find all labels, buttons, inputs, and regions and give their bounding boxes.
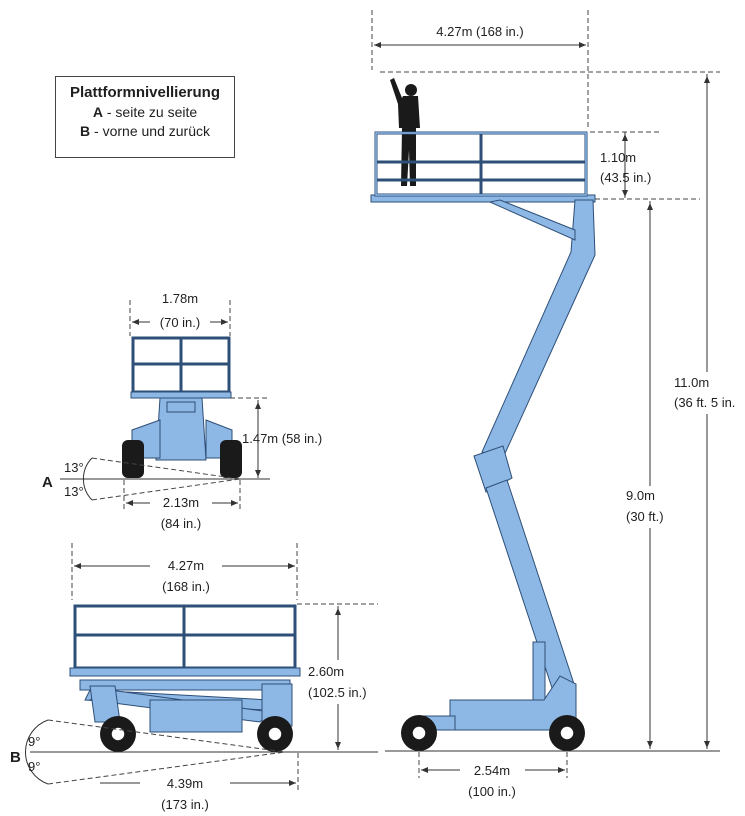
wheelbase-m: 2.54m — [474, 763, 510, 778]
boom-knuckle — [473, 445, 513, 493]
stowed-height-in: (102.5 in.) — [308, 685, 367, 700]
front-view-lift: 1.78m (70 in.) 1.47m (58 in.) 13° 13° A — [42, 291, 322, 531]
front-track-m: 2.13m — [163, 495, 199, 510]
legend-text-b: - vorne und zurück — [94, 123, 210, 139]
front-width-in: (70 in.) — [160, 315, 200, 330]
front-width-m: 1.78m — [162, 291, 198, 306]
stowed-height-m: 2.60m — [308, 664, 344, 679]
legend-row-a: A - seite zu seite — [56, 104, 234, 120]
side-angle-a: 13° — [64, 460, 84, 475]
rail-height-in: (43.5 in.) — [600, 170, 651, 185]
fore-aft-angle-b: 9° — [28, 759, 40, 774]
lower-boom — [485, 479, 577, 701]
upper-boom — [481, 199, 596, 461]
tall-width-label: 4.27m (168 in.) — [436, 24, 523, 39]
platform-leveling-legend: Plattformnivellierung A - seite zu seite… — [55, 76, 235, 158]
platform-height-in: (30 ft.) — [626, 509, 664, 524]
marker-b: B — [10, 749, 21, 766]
working-height-m: 11.0m — [674, 375, 709, 390]
stowed-side-view-lift: 4.27m (168 in.) 2.60m (102.5 in.) 9° 9° … — [10, 543, 380, 812]
legend-row-b: B - vorne und zurück — [56, 123, 234, 139]
legend-key-a: A — [92, 104, 103, 120]
legend-text-a: - seite zu seite — [106, 104, 198, 120]
platform-height-m: 9.0m — [626, 488, 655, 503]
side-angle-b: 13° — [64, 484, 84, 499]
working-height-in: (36 ft. 5 in. — [674, 395, 735, 410]
length-in: (173 in.) — [161, 797, 209, 812]
side-width-in: (168 in.) — [162, 579, 210, 594]
elevated-platform — [370, 131, 596, 203]
elevated-lift: 4.27m (168 in.) — [370, 10, 745, 799]
legend-title: Plattformnivellierung — [69, 84, 221, 101]
marker-a: A — [42, 474, 53, 491]
elevated-chassis — [401, 675, 585, 751]
legend-key-b: B — [80, 123, 91, 139]
front-height-label: 1.47m (58 in.) — [242, 431, 322, 446]
rail-height-m: 1.10m — [600, 150, 636, 165]
side-width-m: 4.27m — [168, 558, 204, 573]
length-m: 4.39m — [167, 776, 203, 791]
wheelbase-in: (100 in.) — [468, 784, 516, 799]
front-track-in: (84 in.) — [161, 516, 201, 531]
fore-aft-angle-a: 9° — [28, 734, 40, 749]
